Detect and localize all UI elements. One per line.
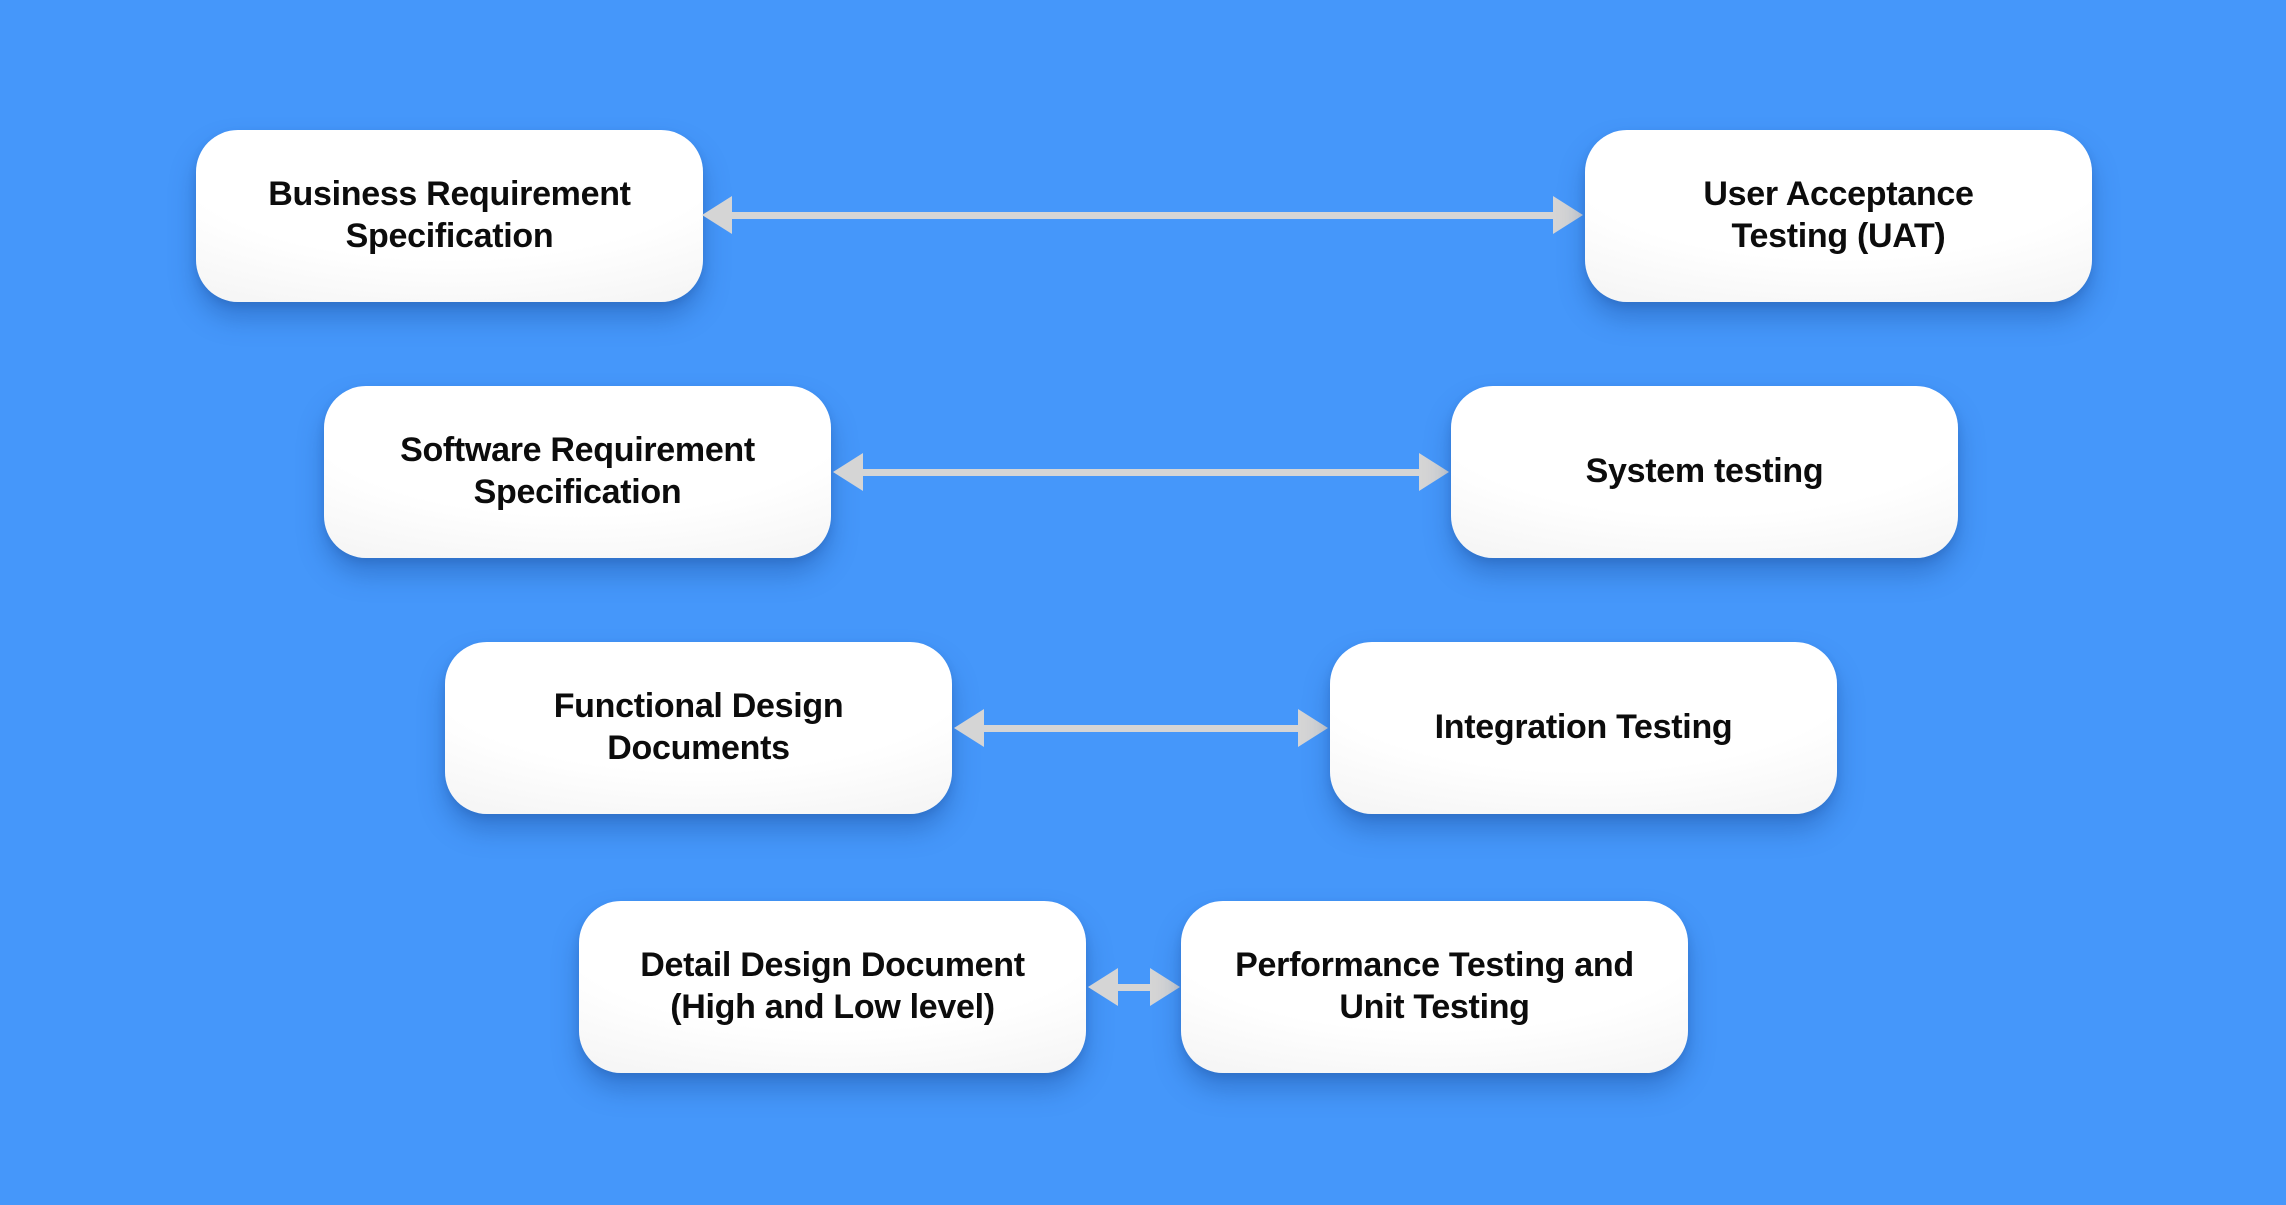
connector-row-2 xyxy=(833,453,1449,491)
node-performance-and-unit-testing: Performance Testing and Unit Testing xyxy=(1181,901,1688,1073)
node-label: System testing xyxy=(1585,452,1824,491)
arrow-shaft xyxy=(732,211,1553,219)
node-detail-design-document: Detail Design Document (High and Low lev… xyxy=(579,901,1086,1073)
node-user-acceptance-testing: User Acceptance Testing (UAT) xyxy=(1585,130,2092,302)
node-label: Performance Testing and Unit Testing xyxy=(1235,946,1634,1026)
connector-row-3 xyxy=(954,709,1328,747)
arrowhead-left-icon xyxy=(1088,968,1118,1006)
node-label: Functional Design Documents xyxy=(553,687,844,767)
node-system-testing: System testing xyxy=(1451,386,1958,558)
arrowhead-left-icon xyxy=(954,709,984,747)
node-label: Business Requirement Specification xyxy=(268,175,631,255)
arrowhead-right-icon xyxy=(1419,453,1449,491)
node-label: Software Requirement Specification xyxy=(400,431,755,511)
arrowhead-left-icon xyxy=(833,453,863,491)
arrowhead-right-icon xyxy=(1553,196,1583,234)
arrow-shaft xyxy=(863,468,1419,476)
node-business-requirement-specification: Business Requirement Specification xyxy=(196,130,703,302)
node-functional-design-documents: Functional Design Documents xyxy=(445,642,952,814)
arrowhead-right-icon xyxy=(1298,709,1328,747)
arrow-shaft xyxy=(1118,983,1150,991)
node-software-requirement-specification: Software Requirement Specification xyxy=(324,386,831,558)
node-label: User Acceptance Testing (UAT) xyxy=(1703,175,1974,255)
arrow-shaft xyxy=(984,724,1298,732)
connector-row-4 xyxy=(1088,968,1180,1006)
node-label: Integration Testing xyxy=(1434,708,1733,747)
arrowhead-left-icon xyxy=(702,196,732,234)
connector-row-1 xyxy=(702,196,1583,234)
node-label: Detail Design Document (High and Low lev… xyxy=(640,946,1025,1026)
arrowhead-right-icon xyxy=(1150,968,1180,1006)
node-integration-testing: Integration Testing xyxy=(1330,642,1837,814)
